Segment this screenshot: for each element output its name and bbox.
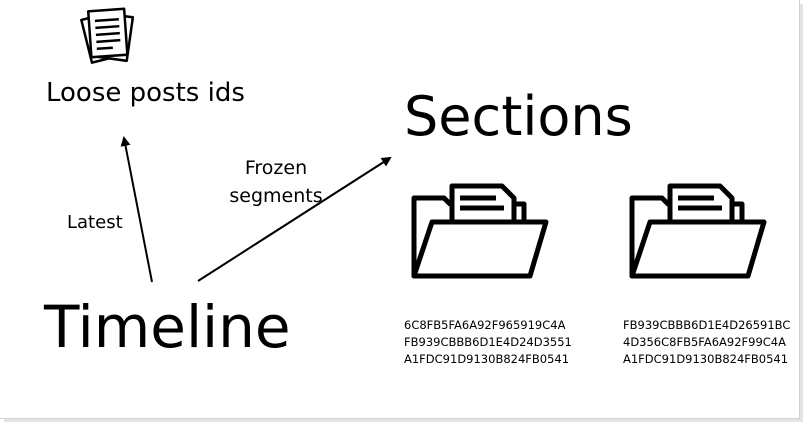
section-1-ids: 6C8FB5FA6A92F965919C4A FB939CBBB6D1E4D24…: [404, 317, 572, 368]
sections-title: Sections: [404, 85, 633, 148]
section-id: A1FDC91D9130B824FB0541: [623, 352, 789, 366]
frozen-label-line2: segments: [229, 185, 323, 207]
folder-icon: [411, 183, 549, 279]
section-id: FB939CBBB6D1E4D26591BC: [623, 318, 791, 332]
latest-arrow: [120, 136, 153, 283]
section-2-ids: FB939CBBB6D1E4D26591BC 4D356C8FB5FA6A92F…: [623, 317, 790, 368]
section-id: A1FDC91D9130B824FB0541: [404, 352, 570, 366]
frame-shadow-bottom: [4, 419, 803, 422]
section-id: 4D356C8FB5FA6A92F99C4A: [623, 335, 786, 349]
section-id: 6C8FB5FA6A92F965919C4A: [404, 318, 566, 332]
frozen-segments-label: Frozen segments: [226, 154, 326, 210]
loose-posts-title: Loose posts ids: [46, 78, 245, 108]
frozen-label-line1: Frozen: [244, 157, 308, 179]
frame-border-bottom: [0, 418, 800, 419]
frame-border-right: [799, 0, 800, 420]
documents-stack-icon: [80, 7, 135, 64]
frame-shadow-right: [800, 4, 803, 422]
latest-label: Latest: [67, 212, 123, 233]
section-id: FB939CBBB6D1E4D24D3551: [404, 335, 572, 349]
folder-icon: [629, 183, 767, 279]
timeline-title: Timeline: [44, 293, 291, 361]
